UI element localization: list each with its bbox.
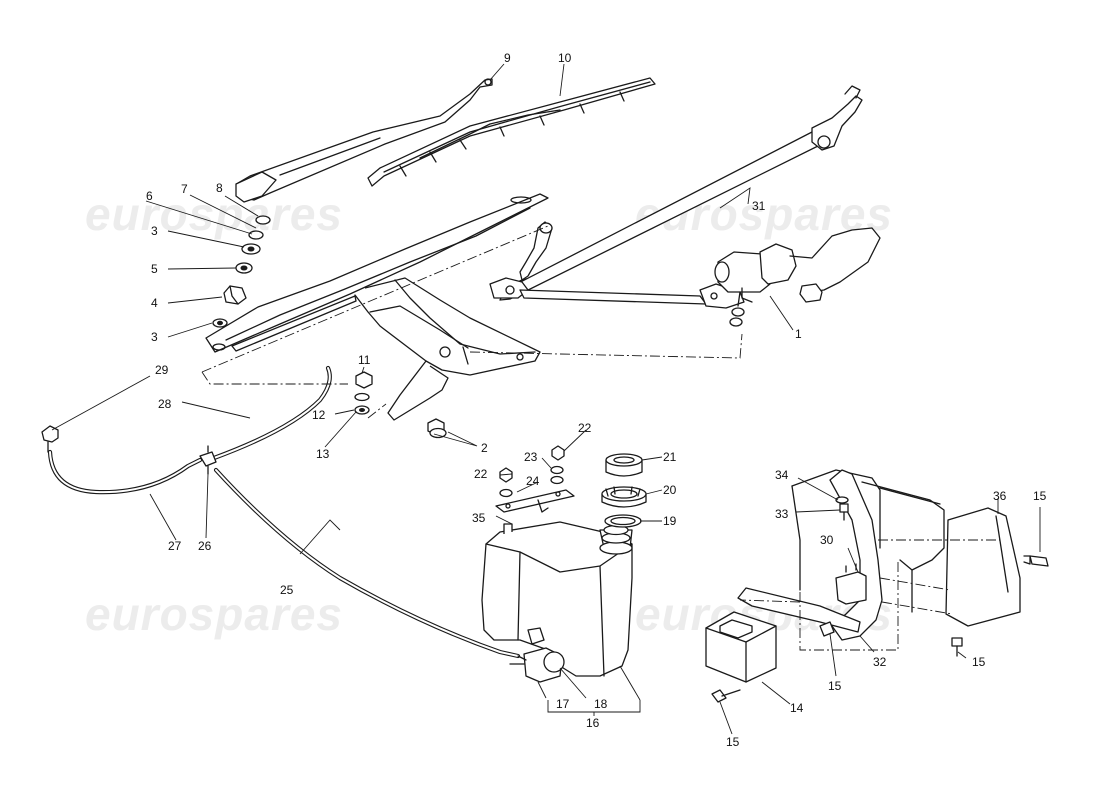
callout-15-right: 15 [1033,489,1047,503]
callout-5: 5 [151,262,158,276]
callout-26: 26 [198,539,212,553]
callout-32: 32 [873,655,887,669]
callout-9: 9 [504,51,511,65]
callout-22-upper: 22 [578,421,592,435]
callout-14: 14 [790,701,804,715]
callout-25: 25 [280,583,294,597]
push-rod-31 [489,85,863,301]
cover-plate-36 [945,507,1021,627]
linkage-bracket [205,193,549,421]
callout-23: 23 [524,450,538,464]
callout-27: 27 [168,539,182,553]
hardware-11-13 [354,371,373,415]
callout-13: 13 [316,447,330,461]
callout-4: 4 [151,296,158,310]
hose-25 [213,467,521,659]
callout-6: 6 [146,189,153,203]
reservoir-cap-21 [605,453,643,477]
callout-24: 24 [526,474,540,488]
leader-lines [51,63,1041,735]
callout-11: 11 [358,353,371,367]
washer-reservoir-16 [481,521,633,677]
watermark-bottom-left: eurospares [85,588,343,640]
callout-35: 35 [472,511,486,525]
hardware-2 [427,418,447,439]
callout-36: 36 [993,489,1007,503]
callout-20: 20 [663,483,677,497]
callout-33: 33 [775,507,789,521]
hose-27 [47,449,203,495]
callout-16: 16 [586,716,600,730]
callout-21: 21 [663,450,677,464]
assembly-lines [201,225,1000,651]
watermark-top-left: eurospares [85,188,343,240]
callout-34: 34 [775,468,789,482]
callout-31: 31 [752,199,766,213]
wiper-link-bar [519,283,745,309]
wiper-motor-1 [714,227,881,327]
callout-labels: 1 2 3 3 4 5 6 7 8 9 10 11 12 13 14 15 15… [146,51,1047,749]
callout-3-upper: 3 [151,224,158,238]
hose-connector-26 [199,445,217,475]
callout-19: 19 [663,514,677,528]
callout-15-middle: 15 [828,679,842,693]
callout-1: 1 [795,327,802,341]
filler-neck-20 [601,486,647,508]
callout-28: 28 [158,397,172,411]
control-unit-14 [705,611,777,683]
callout-10: 10 [558,51,572,65]
wiper-blade-10 [367,77,656,187]
callout-30: 30 [820,533,834,547]
washer-jet-29 [41,425,59,453]
pump-bracket-24 [495,489,575,513]
callout-8: 8 [216,181,223,195]
hose-28 [211,365,332,461]
callout-3-lower: 3 [151,330,158,344]
hardware-22-23 [499,445,565,498]
callout-7: 7 [181,182,188,196]
wiper-arm-9 [235,78,493,203]
callout-18: 18 [594,697,608,711]
washer-pump-17 [509,627,565,683]
callout-17: 17 [556,697,570,711]
screws-15-33-34 [711,496,1049,703]
callout-29: 29 [155,363,169,377]
callout-15-bottom: 15 [726,735,740,749]
callout-15-lower-right: 15 [972,655,986,669]
callout-2: 2 [481,441,488,455]
callout-12: 12 [312,408,326,422]
seal-19 [604,514,642,528]
callout-22-lower: 22 [474,467,488,481]
